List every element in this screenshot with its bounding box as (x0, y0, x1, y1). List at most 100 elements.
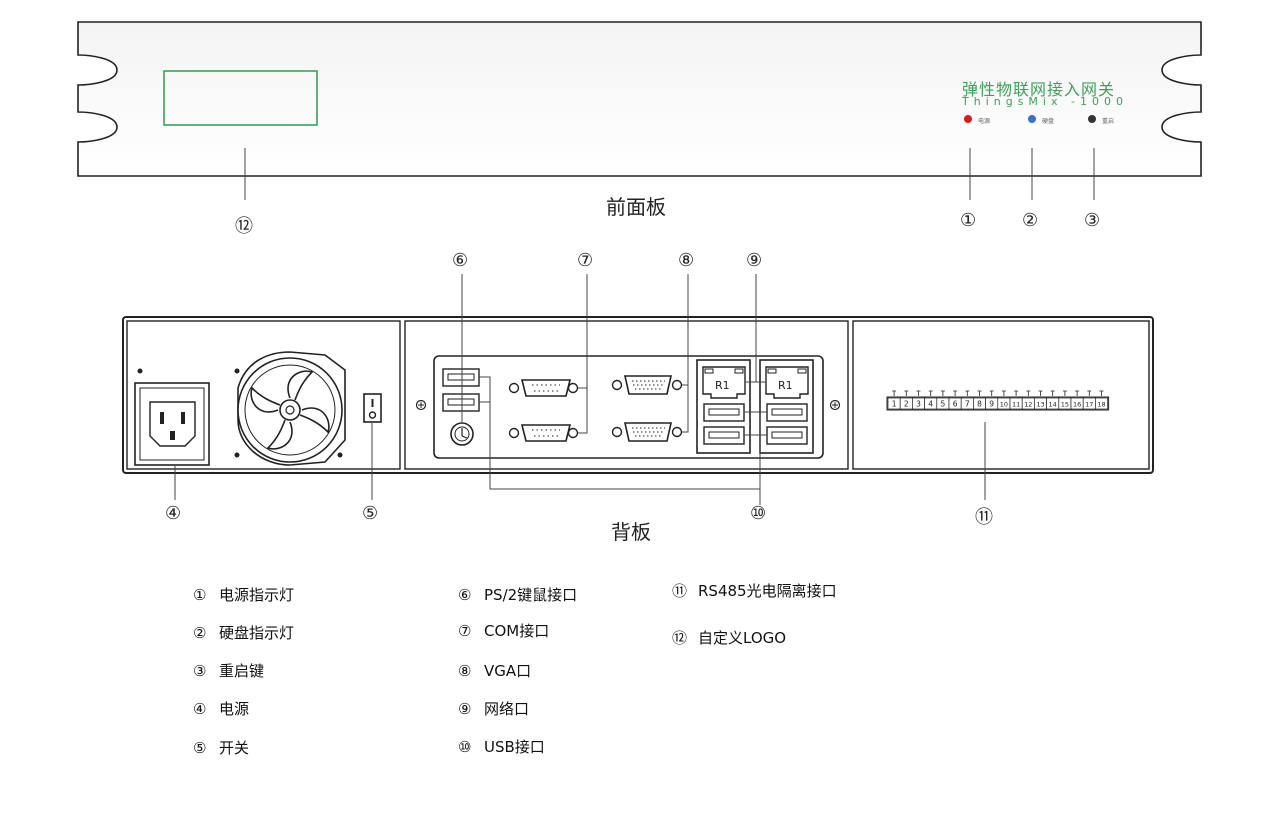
legend-item: ② 硬盘指示灯 (193, 622, 294, 643)
legend-item: ⑤ 开关 (193, 737, 249, 758)
front-panel-title: 前面板 (606, 195, 666, 219)
legend-number: ⑪ (672, 582, 688, 600)
rs485-section (852, 320, 1150, 470)
com-port (508, 379, 579, 397)
legend-text: 硬盘指示灯 (219, 624, 295, 642)
legend-text: 开关 (219, 739, 250, 757)
rj45-label: R1 (715, 379, 730, 392)
terminal-pin (1014, 390, 1031, 396)
terminal-number: 9 (989, 400, 994, 409)
callout-2: ② (1022, 210, 1039, 231)
legend-number: ⑫ (672, 629, 688, 647)
legend-text: 重启键 (219, 662, 265, 680)
terminal-number: 18 (1097, 401, 1105, 409)
callout-6: ⑥ (452, 250, 469, 271)
legend-text: 电源指示灯 (219, 586, 295, 604)
legend-number: ⑦ (458, 622, 472, 640)
legend-item: ⑫ 自定义LOGO (672, 627, 786, 648)
terminal-number: 16 (1073, 401, 1081, 409)
terminal-number: 11 (1012, 401, 1020, 409)
legend-item: ⑦ COM接口 (458, 620, 549, 641)
terminal-pin (940, 390, 958, 396)
terminal-cell (1095, 397, 1108, 410)
legend-item: ④ 电源 (193, 698, 249, 719)
terminal-number: 4 (928, 400, 933, 409)
legend-number: ⑤ (193, 739, 207, 757)
legend-item: ⑪ RS485光电隔离接口 (672, 580, 837, 601)
terminal-pin (1062, 390, 1080, 396)
terminal-number: 15 (1061, 401, 1069, 409)
legend-text: COM接口 (484, 622, 550, 640)
callout-4: ④ (165, 503, 182, 524)
terminal-number: 13 (1036, 401, 1044, 409)
legend-text: 电源 (219, 700, 250, 718)
terminal-number: 1 (892, 400, 897, 409)
disk-led (1028, 115, 1036, 123)
legend-text: 网络口 (484, 700, 530, 718)
rj45-port (702, 366, 746, 399)
callout-1: ① (960, 210, 977, 231)
rj45-port (765, 366, 809, 399)
com-port (508, 424, 579, 442)
usb-port (703, 403, 745, 422)
legend-number: ⑩ (458, 738, 472, 756)
lan-usb-module-2 (759, 359, 814, 454)
callout-8: ⑧ (678, 250, 695, 271)
terminal-number: 7 (965, 400, 970, 409)
brand-name-en: ThingsMix -1000 (962, 95, 1128, 108)
legend-text: 自定义LOGO (698, 629, 787, 647)
terminal-pin (989, 390, 1006, 396)
callout-10: ⑩ (750, 503, 767, 524)
callout-9: ⑨ (746, 250, 763, 271)
legend-number: ④ (193, 700, 207, 718)
terminal-pin (1087, 390, 1104, 396)
usb-port (703, 426, 745, 445)
terminal-number: 6 (953, 400, 958, 409)
legend-text: RS485光电隔离接口 (698, 582, 837, 600)
legend-number: ② (193, 624, 207, 642)
leader-line-10 (479, 376, 767, 505)
callout-11: ⑪ (975, 507, 993, 528)
legend-number: ③ (193, 662, 207, 680)
legend-number: ⑨ (458, 700, 472, 718)
terminal-number: 12 (1024, 401, 1032, 409)
vga-port (611, 422, 683, 442)
reset-button (1088, 115, 1096, 123)
reset-label: 重启 (1102, 118, 1115, 125)
front-panel (77, 21, 1202, 200)
ps2-port (450, 422, 474, 446)
leader-line-7 (578, 274, 588, 434)
terminal-pin (1038, 390, 1055, 396)
leader-line-8 (682, 274, 689, 433)
leader-line-9 (745, 274, 766, 383)
rj45-label: R1 (778, 379, 793, 392)
power-led-label: 电源 (978, 118, 991, 125)
terminal-pin (916, 390, 933, 396)
terminal-pin (965, 390, 982, 396)
legend-item: ⑨ 网络口 (458, 698, 529, 719)
terminal-number: 14 (1049, 401, 1057, 409)
legend-number: ① (193, 586, 207, 604)
legend-text: PS/2键鼠接口 (484, 586, 578, 604)
legend-text: VGA口 (484, 662, 532, 680)
psu-screw (234, 368, 240, 374)
callout-12: ⑫ (235, 216, 253, 237)
power-inlet (134, 382, 210, 466)
terminal-number: 8 (977, 400, 982, 409)
legend-item: ① 电源指示灯 (193, 584, 294, 605)
custom-logo-area (163, 70, 318, 126)
callout-5: ⑤ (362, 503, 379, 524)
psu-screw (234, 452, 240, 458)
usb-port (766, 403, 808, 422)
terminal-number: 10 (1000, 401, 1008, 409)
front-panel-outline (77, 21, 1202, 177)
power-led (964, 115, 972, 123)
vga-port (611, 375, 683, 395)
lan-usb-module-1 (696, 359, 751, 454)
